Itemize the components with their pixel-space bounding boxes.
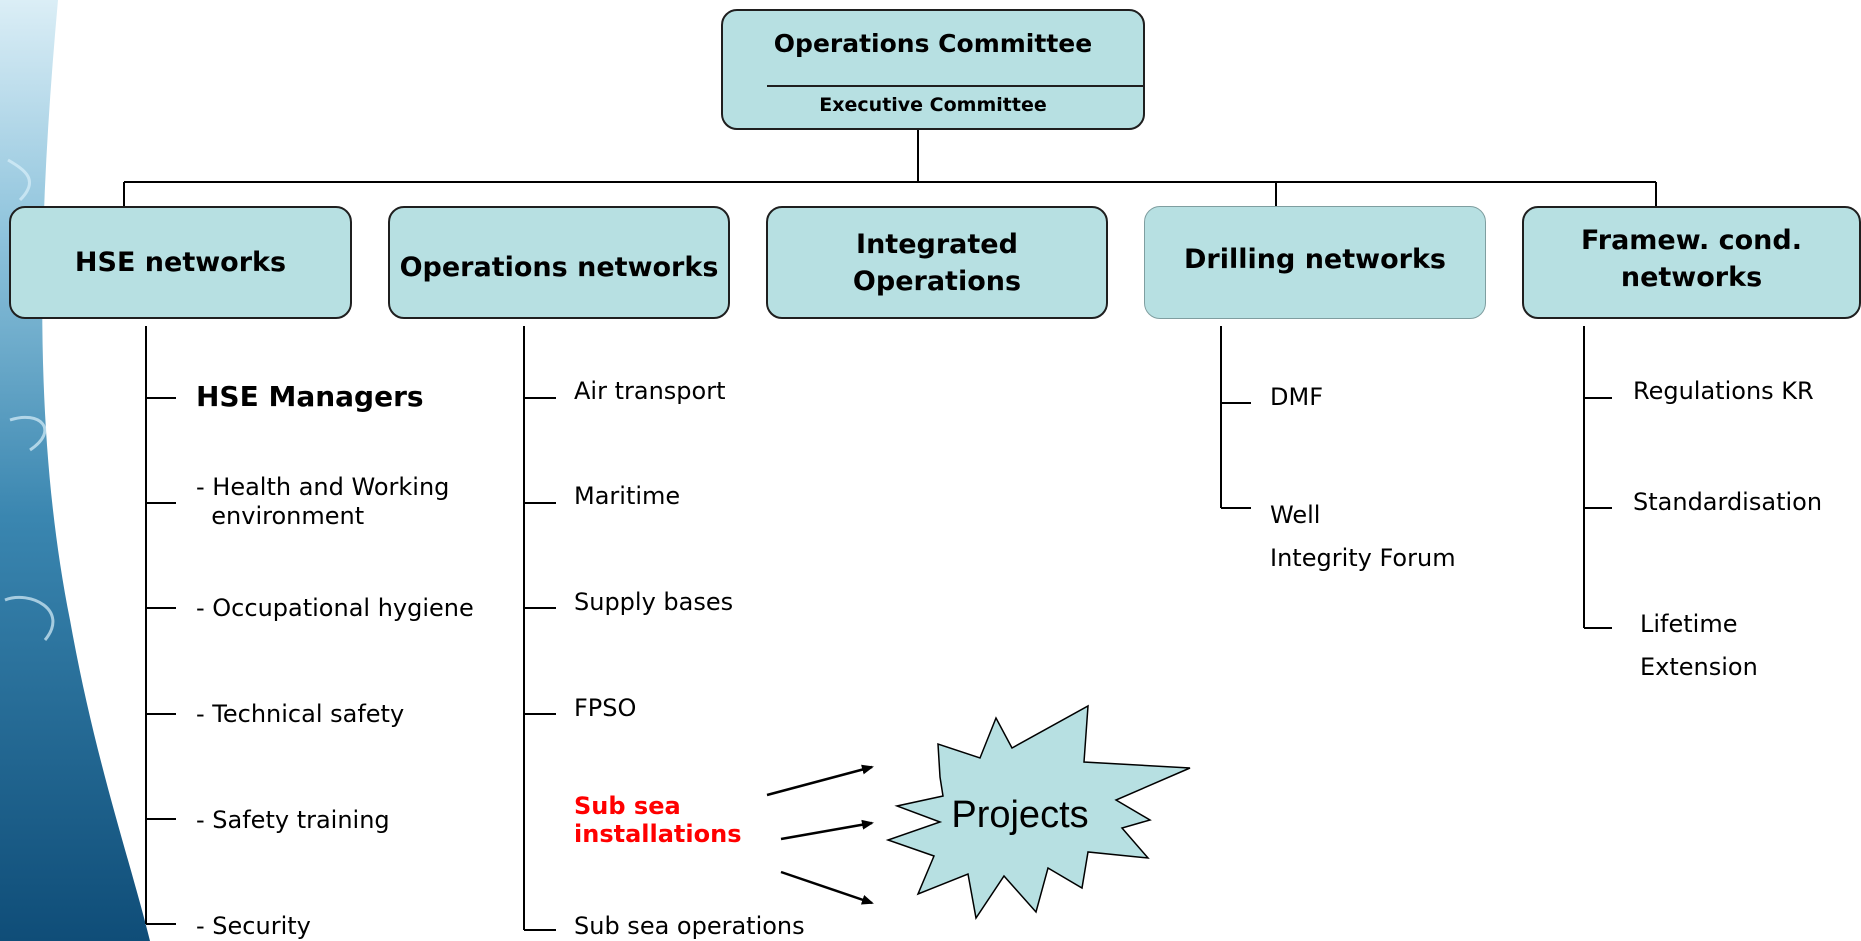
drilling-item-dmf: DMF bbox=[1270, 383, 1323, 411]
ops-item-supply-bases: Supply bases bbox=[574, 588, 734, 616]
ops-item-maritime: Maritime bbox=[574, 482, 681, 510]
ops-item-air-transport: Air transport bbox=[574, 377, 726, 405]
ops-item-fpso: FPSO bbox=[574, 694, 637, 722]
drilling-networks-label: Drilling networks bbox=[1184, 244, 1446, 275]
executive-committee-label: Executive Committee bbox=[819, 94, 1047, 116]
hse-item-health-working-environment: - Health and Working environment bbox=[196, 473, 450, 530]
hse-item-managers: HSE Managers bbox=[196, 380, 424, 413]
arrow-3 bbox=[780, 870, 874, 905]
framework-conditions-networks-label: Framew. cond. networks bbox=[1581, 224, 1802, 293]
drilling-item-well-integrity-forum: Well Integrity Forum bbox=[1270, 501, 1456, 572]
hse-item-technical-safety: - Technical safety bbox=[196, 700, 405, 728]
framework-item-regulations-kr: Regulations KR bbox=[1633, 377, 1814, 405]
operations-networks-box: Operations networks bbox=[388, 206, 730, 319]
ops-item-sub-sea-installations: Sub sea installations bbox=[574, 792, 742, 848]
framework-item-lifetime-extension: Lifetime Extension bbox=[1640, 610, 1758, 681]
framework-conditions-networks-box: Framew. cond. networks bbox=[1522, 206, 1861, 319]
integrated-operations-box: Integrated Operations bbox=[766, 206, 1108, 319]
drilling-networks-box: Drilling networks bbox=[1144, 206, 1486, 319]
operations-committee-box: Operations Committee Executive Committee bbox=[721, 9, 1145, 130]
committee-divider bbox=[767, 85, 1143, 87]
hse-item-occupational-hygiene: - Occupational hygiene bbox=[196, 594, 474, 622]
hse-item-security: - Security bbox=[196, 912, 311, 940]
framework-item-standardisation: Standardisation bbox=[1633, 488, 1823, 516]
operations-networks-label: Operations networks bbox=[399, 252, 719, 283]
ops-item-sub-sea-operations: Sub sea operations bbox=[574, 912, 805, 940]
hse-item-safety-training: - Safety training bbox=[196, 806, 390, 834]
projects-label: Projects bbox=[951, 794, 1089, 836]
projects-starburst bbox=[885, 704, 1191, 920]
hse-networks-box: HSE networks bbox=[9, 206, 352, 319]
arrow-2 bbox=[780, 819, 874, 841]
hse-networks-label: HSE networks bbox=[74, 247, 287, 278]
integrated-operations-label: Integrated Operations bbox=[852, 228, 1022, 297]
arrow-1 bbox=[766, 764, 874, 797]
operations-committee-title: Operations Committee bbox=[773, 29, 1093, 58]
